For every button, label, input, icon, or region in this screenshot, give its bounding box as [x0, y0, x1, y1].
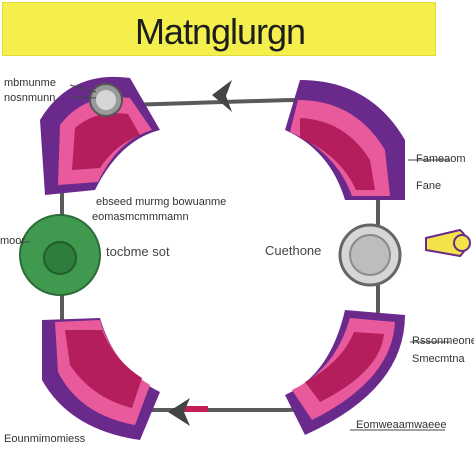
title-banner: Matnglurgn: [2, 2, 436, 56]
diagram-title: Matnglurgn: [134, 11, 306, 52]
segment-bottom-left: [42, 318, 160, 440]
label-center-left-3: tocbme sot: [106, 244, 170, 259]
label-far-left: moor: [0, 235, 26, 247]
label-bottom-left: Eounmimomiess: [4, 433, 86, 445]
yellow-pointer: [425, 228, 471, 258]
top-left-node: [89, 83, 123, 117]
label-center-right: Cuethone: [265, 243, 322, 258]
label-center-left-2: eomasmcmmmamn: [92, 211, 189, 223]
label-center-left-1: ebseed murmg bowuanme: [96, 196, 227, 208]
label-right-top-2: Fane: [416, 180, 442, 192]
segment-bottom-right: [285, 310, 405, 435]
label-top-left-1: mbmunme: [4, 77, 56, 89]
bottom-direction-arrow: [168, 398, 208, 426]
green-node: [19, 214, 101, 296]
label-right-bottom-1: Rssonmeone: [412, 335, 474, 347]
label-top-left-2: nosnmunn: [4, 92, 56, 104]
segment-top-right: [285, 80, 405, 200]
label-right-top-1: Fameaom: [416, 153, 466, 165]
leader-lines: [20, 84, 450, 431]
label-bottom-right: Eomweaamwaeee: [356, 419, 447, 431]
segment-top-left: [40, 76, 160, 195]
label-right-bottom-2: Smecmtna: [412, 353, 465, 365]
top-direction-arrow: [212, 80, 232, 112]
gray-node: [338, 223, 402, 287]
